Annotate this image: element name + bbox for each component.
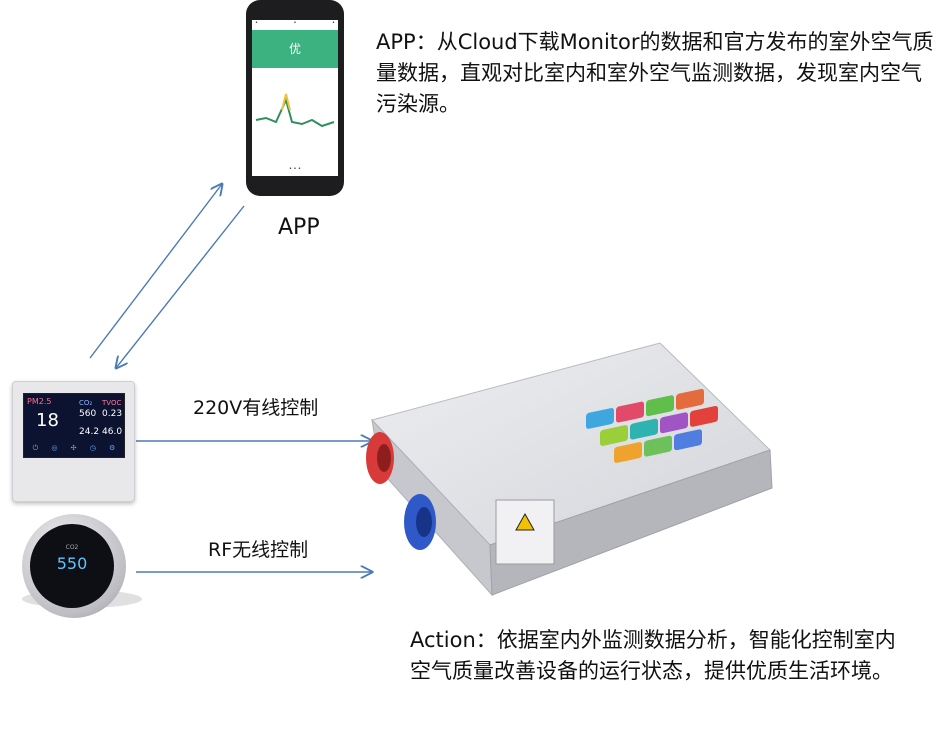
humidity-value: 46.0 [102, 427, 123, 437]
pm-value: 18 [36, 410, 59, 431]
phone-screen: ••• 优 • • • [252, 20, 338, 176]
power-icon: ⏻ [32, 444, 39, 452]
phone-chart [255, 93, 335, 128]
settings-icon: ⚙ [109, 444, 116, 452]
arrow-up-to-app [89, 184, 222, 359]
warning-icon [515, 512, 535, 531]
co2-label: CO₂ [79, 399, 93, 407]
sensor-display: CO2 550 [30, 524, 114, 608]
panel-screen: PM2.5 18 CO₂ 560 TVOC 0.23 24.2 46.0 ⏻ ◎… [23, 393, 125, 458]
rf-control-label: RF无线控制 [208, 539, 309, 561]
unit-side-face [489, 449, 773, 596]
pm-label: PM2.5 [27, 397, 52, 406]
tvoc-label: TVOC [102, 399, 122, 407]
panel-icon-row: ⏻ ◎ ✣ ◷ ⚙ [26, 444, 122, 454]
phone-aqi-banner: 优 [252, 30, 338, 68]
sensor-value: 550 [56, 554, 88, 573]
phone-tabs: ••• [255, 20, 335, 26]
label-tiles [586, 388, 718, 463]
action-description: Action：依据室内外监测数据分析，智能化控制室内空气质量改善设备的运行状态，… [410, 628, 896, 683]
phone-quality: 优 [288, 42, 301, 56]
sensor-title: CO2 [65, 544, 79, 551]
app-label: APP [278, 215, 320, 240]
rf-sensor-device: CO2 550 [22, 514, 126, 618]
junction-box [495, 499, 555, 565]
app-description: APP：从Cloud下载Monitor的数据和官方发布的室外空气质量数据，直观对… [376, 30, 934, 116]
arrow-down-from-app [116, 205, 245, 368]
tvoc-value: 0.23 [102, 409, 123, 419]
wall-control-panel: PM2.5 18 CO₂ 560 TVOC 0.23 24.2 46.0 ⏻ ◎… [12, 381, 135, 502]
timer-icon: ◷ [89, 444, 96, 452]
fan-icon: ✣ [70, 444, 77, 452]
smartphone: ••• 优 • • • [246, 0, 344, 196]
co2-value: 560 [79, 409, 97, 419]
mode-icon: ◎ [51, 444, 58, 452]
phone-footer: • • • [288, 166, 302, 172]
wired-control-label: 220V有线控制 [193, 397, 319, 419]
ventilation-unit [366, 342, 773, 597]
temperature-value: 24.2 [79, 427, 100, 437]
